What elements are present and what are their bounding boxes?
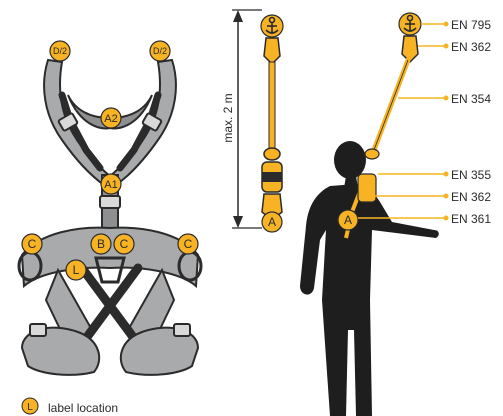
legend-marker-letter: L xyxy=(27,402,33,413)
marker-d2-left: D/2 xyxy=(50,41,70,61)
harness-sternum-buckle xyxy=(100,196,120,208)
svg-text:B: B xyxy=(97,237,105,251)
svg-text:A2: A2 xyxy=(104,113,117,125)
marker-a1: A1 xyxy=(101,174,121,194)
worker-harness-pad xyxy=(358,174,376,202)
standard-label: EN 354 xyxy=(451,92,491,106)
dimension-arrow-top xyxy=(233,10,243,22)
length-label: max. 2 m xyxy=(221,93,235,142)
figure-top-connector xyxy=(402,36,418,62)
svg-text:D/2: D/2 xyxy=(153,46,167,56)
top-connector xyxy=(264,38,280,64)
svg-text:C: C xyxy=(120,237,129,251)
svg-text:C: C xyxy=(28,237,37,251)
marker-c-right: C xyxy=(178,234,198,254)
marker-c-left: C xyxy=(22,234,42,254)
standard-label: EN 361 xyxy=(451,212,491,226)
swivel xyxy=(264,148,280,160)
marker-b: B xyxy=(91,234,111,254)
lanyard-illustration: max. 2 m A xyxy=(221,10,283,232)
worker-illustration: A EN 795 EN 362 EN 354 EN 355 EN 362 EN … xyxy=(300,13,491,416)
standard-label: EN 362 xyxy=(451,40,491,54)
marker-a2: A2 xyxy=(101,108,121,128)
harness-leg-buckle-right xyxy=(174,324,190,336)
legend: L label location xyxy=(22,398,118,415)
harness-illustration: D/2 D/2 A2 A1 C B C C xyxy=(19,41,201,375)
figure-lanyard-outline xyxy=(374,60,408,150)
dimension-arrow-bottom xyxy=(233,216,243,228)
energy-absorber-band xyxy=(262,172,282,182)
figure-chest-marker-letter: A xyxy=(344,213,352,227)
svg-text:D/2: D/2 xyxy=(53,46,67,56)
standard-label: EN 795 xyxy=(451,18,491,32)
figure-swivel xyxy=(365,149,379,159)
legend-text: label location xyxy=(48,401,118,415)
lanyard-webbing xyxy=(269,62,275,150)
leader-dots xyxy=(444,22,449,221)
marker-d2-right: D/2 xyxy=(150,41,170,61)
marker-c-center: C xyxy=(114,234,134,254)
marker-l: L xyxy=(66,260,86,280)
standard-label: EN 355 xyxy=(451,168,491,182)
harness-leg-buckle-left xyxy=(30,324,46,336)
lanyard-bottom-marker-letter: A xyxy=(268,215,276,229)
svg-text:C: C xyxy=(184,237,193,251)
svg-text:L: L xyxy=(73,263,80,277)
svg-text:A1: A1 xyxy=(104,179,117,191)
standard-label: EN 362 xyxy=(451,190,491,204)
